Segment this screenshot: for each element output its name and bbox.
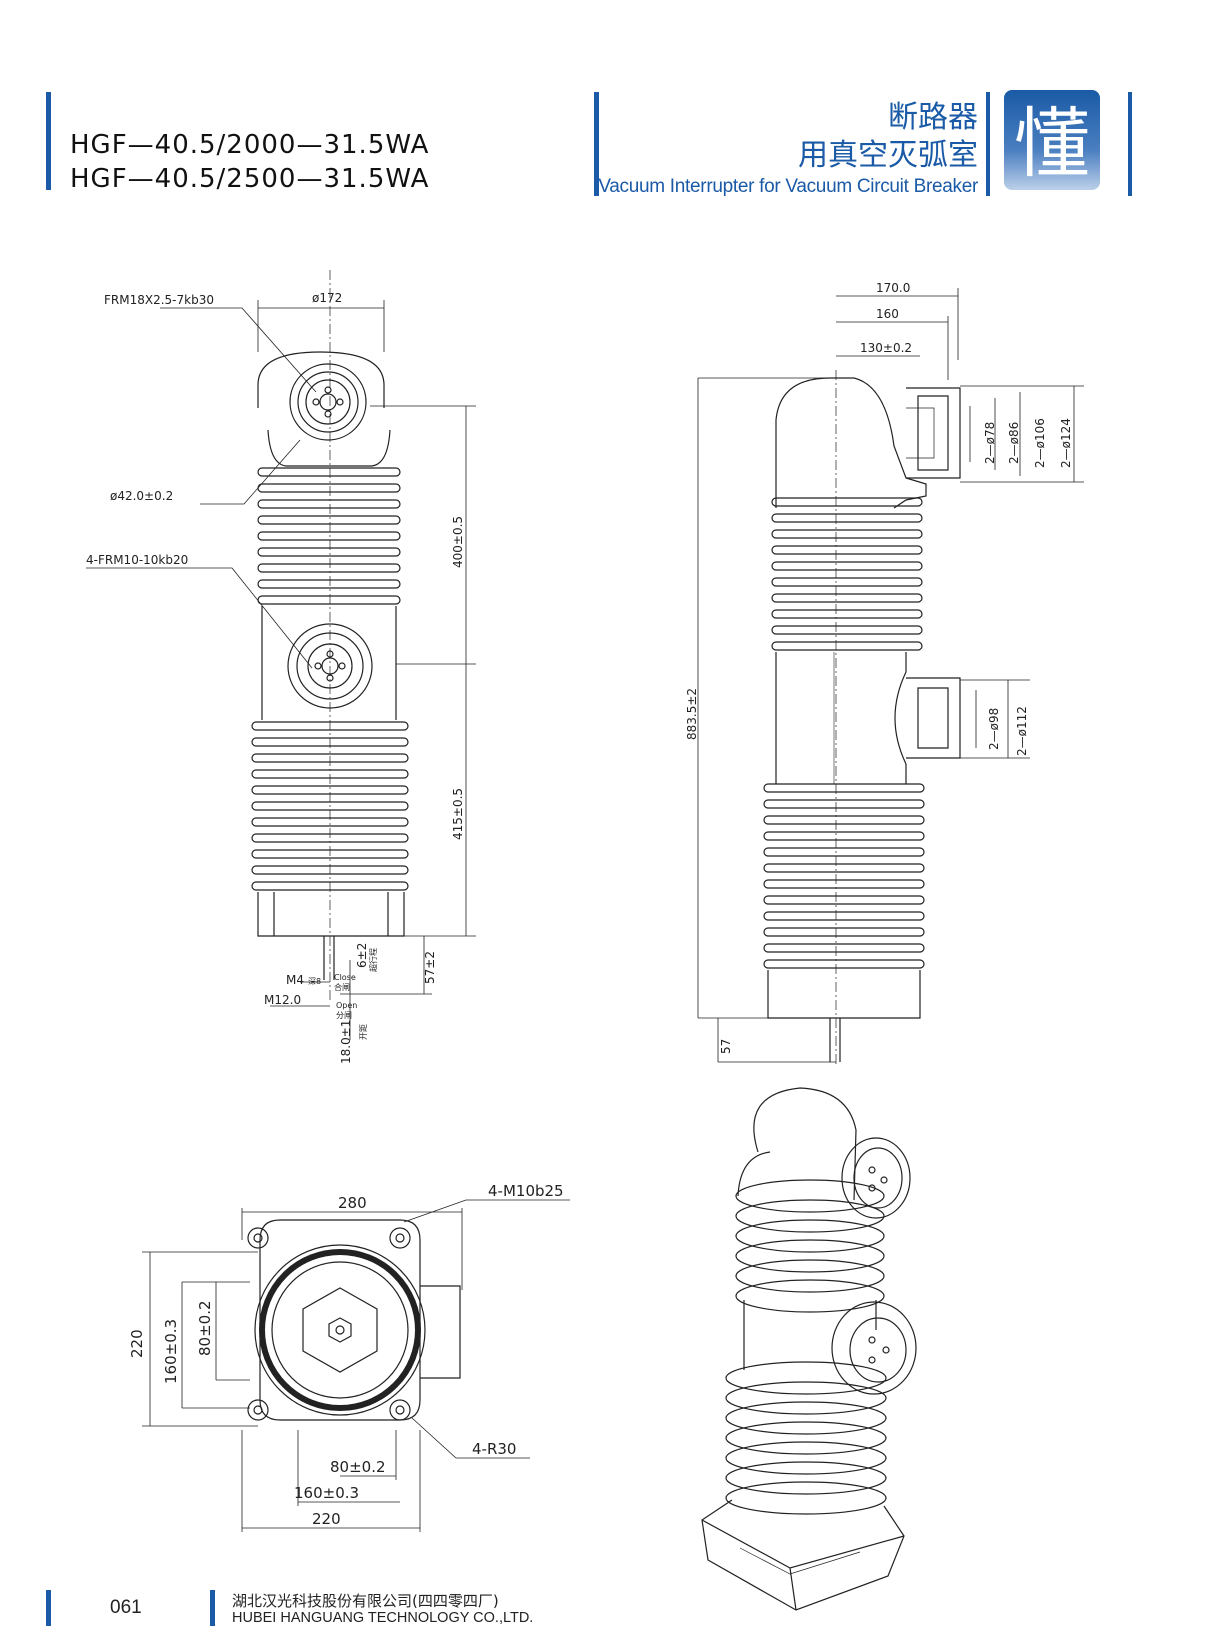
company-name-en: HUBEI HANGUANG TECHNOLOGY CO.,LTD.: [232, 1610, 534, 1626]
company-name-cn: 湖北汉光科技股份有限公司(四四零四厂): [232, 1592, 499, 1610]
side-view-drawing: [697, 288, 1084, 1066]
close-cn-label: 合闸: [334, 982, 350, 992]
dim-220-v-label: 220: [128, 1329, 146, 1358]
diameter-contact-label: ø42.0±0.2: [110, 489, 173, 503]
title-cn-line-1: 断路器: [888, 100, 978, 135]
dia-98-label: 2—ø98: [987, 708, 1001, 750]
dim-upper-label: 400±0.5: [451, 516, 465, 568]
dim-280-label: 280: [338, 1194, 367, 1212]
header-accent-bar-logo-left: [986, 92, 990, 196]
open-gap-cn-label: 开距: [359, 1024, 368, 1040]
footer-accent-bar-mid: [210, 1590, 215, 1626]
close-label: Close: [334, 973, 356, 982]
dim-130-label: 130±0.2: [860, 341, 912, 355]
thread-mid-label: 4-FRM10-10kb20: [86, 553, 188, 567]
dim-80-h-label: 80±0.2: [330, 1458, 386, 1476]
dim-160-h-label: 160±0.3: [294, 1484, 359, 1502]
dim-160-v-label: 160±0.3: [162, 1319, 180, 1384]
open-cn-label: 分闸: [336, 1011, 352, 1020]
side-lower-fins: [763, 783, 925, 969]
header-accent-bar-logo-right: [1128, 92, 1132, 196]
dim-open-label: 18.0±1: [339, 1020, 353, 1064]
dim-170-label: 170.0: [876, 281, 910, 295]
diameter-top-label: ø172: [312, 291, 342, 305]
dim-160-label: 160: [876, 307, 899, 321]
dia-78-label: 2—ø78: [983, 422, 997, 464]
iso-upper-fins: [735, 1179, 885, 1313]
header-accent-bar-mid: [594, 92, 599, 196]
logo-glyph: 懂: [1014, 99, 1090, 188]
dim-lower-label: 415±0.5: [451, 788, 465, 840]
dia-124-label: 2—ø124: [1059, 418, 1073, 468]
dim-80-v-label: 80±0.2: [196, 1300, 214, 1356]
model-number-2: HGF—40.5/2500—31.5WA: [70, 164, 430, 194]
footer-accent-bar-left: [46, 1590, 51, 1626]
thread-m12-label: M12.0: [264, 993, 301, 1007]
page-number: 061: [110, 1597, 142, 1618]
dim-stroke-label: 6±2: [355, 943, 369, 968]
dia-86-label: 2—ø86: [1007, 422, 1021, 464]
header-accent-bar-left: [46, 92, 51, 190]
bottom-view-drawing: [142, 1199, 570, 1532]
front-upper-fins: [257, 467, 401, 605]
title-en: Vacuum Interrupter for Vacuum Circuit Br…: [598, 176, 978, 197]
thread-holes-label: 4-M10b25: [488, 1182, 564, 1200]
dim-57-label: 57: [719, 1039, 733, 1054]
front-view-drawing: [86, 270, 476, 1040]
open-label: Open: [336, 1001, 357, 1010]
radius-label: 4-R30: [472, 1440, 516, 1458]
dia-112-label: 2—ø112: [1015, 706, 1029, 756]
company-logo: 懂: [1004, 90, 1100, 190]
thread-m4-label: M4: [286, 973, 304, 987]
dim-total-label: 883.5±2: [685, 688, 699, 740]
title-cn-line-2: 用真空灭弧室: [798, 138, 978, 173]
isometric-view-drawing: [701, 1087, 917, 1611]
iso-lower-fins: [725, 1361, 887, 1515]
dia-106-label: 2—ø106: [1033, 418, 1047, 468]
model-number-1: HGF—40.5/2000—31.5WA: [70, 130, 430, 160]
m4-note-label: 深8: [308, 977, 321, 986]
side-upper-fins: [771, 497, 923, 651]
dim-220-h-label: 220: [312, 1510, 341, 1528]
dim-rod-label: 57±2: [423, 951, 437, 984]
thread-top-label: FRM18X2.5-7kb30: [104, 293, 214, 307]
stroke-cn-label: 超行程: [368, 948, 378, 972]
